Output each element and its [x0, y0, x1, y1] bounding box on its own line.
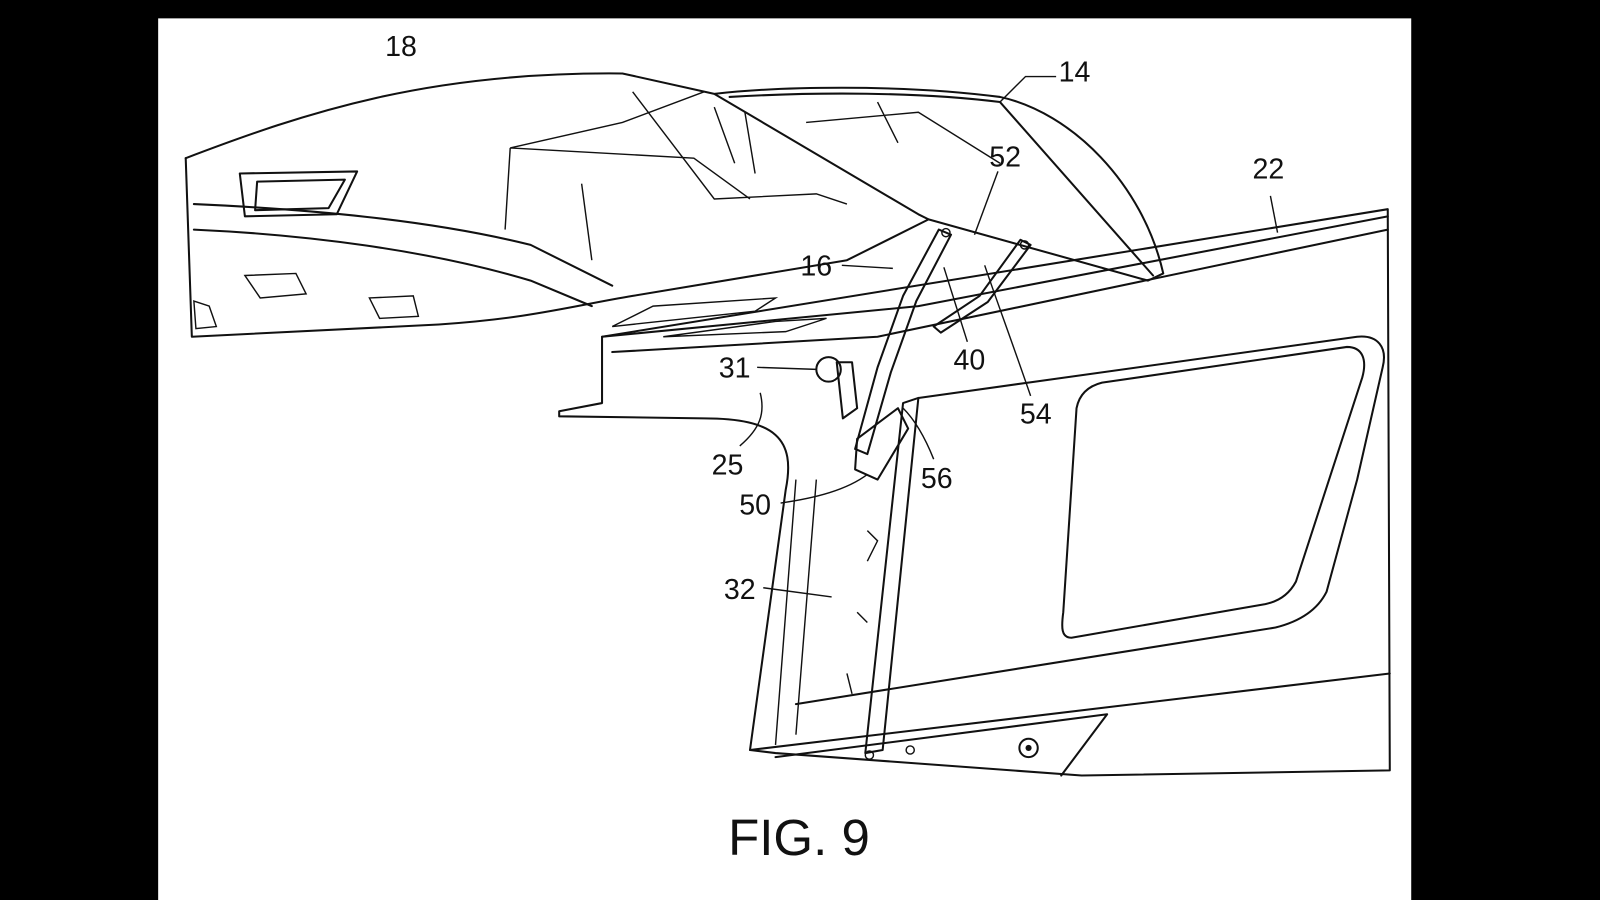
- label-22: 22: [1252, 154, 1284, 186]
- liftgate-panel-18: [184, 72, 1165, 338]
- label-14: 14: [1059, 57, 1091, 89]
- hinge-linkage-16: [815, 227, 1032, 755]
- reference-labels: 18 14 52 22 16 40 54 31 25 56 50 32 FIG.…: [385, 31, 1284, 866]
- label-32: 32: [724, 574, 756, 606]
- label-18: 18: [385, 31, 417, 63]
- leader-lines: [739, 75, 1279, 598]
- drawing-sheet: [158, 18, 1412, 900]
- label-52: 52: [989, 141, 1021, 173]
- label-16: 16: [800, 251, 832, 283]
- label-54: 54: [1020, 398, 1052, 430]
- body-side-22: [558, 208, 1391, 777]
- label-25: 25: [712, 449, 744, 481]
- label-50: 50: [739, 489, 771, 521]
- label-40: 40: [953, 344, 985, 376]
- label-31: 31: [719, 353, 751, 385]
- label-56: 56: [921, 463, 953, 495]
- figure-caption: FIG. 9: [728, 809, 870, 866]
